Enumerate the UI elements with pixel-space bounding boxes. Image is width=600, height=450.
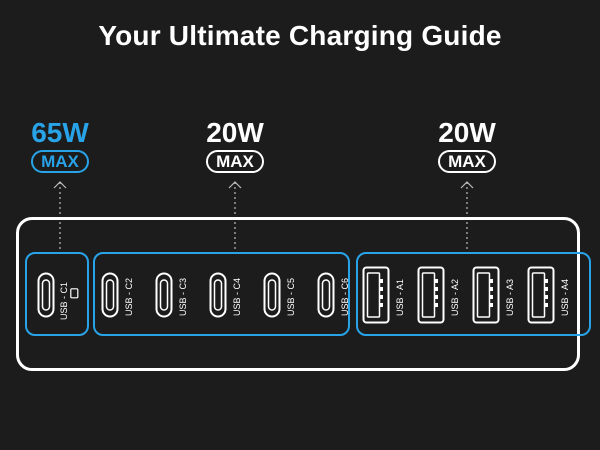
usb-a-port-icon [527,266,555,324]
max-badge: MAX [31,150,89,173]
spec-usb-c-group: 20W MAX [175,118,295,173]
wattage-label: 20W [438,117,496,148]
usb-a-port-icon [417,266,445,324]
usb-a-port-icon [362,266,390,324]
usb-c-port-icon [37,272,55,318]
port-label-a2: USB - A2 [450,278,460,316]
port-label-a3: USB - A3 [505,278,515,316]
phone-icon [70,288,79,299]
max-badge: MAX [206,150,264,173]
charger-body [16,217,580,371]
max-badge: MAX [438,150,496,173]
usb-a-port-icon [472,266,500,324]
wattage-label: 20W [206,117,264,148]
usb-c-port-icon [263,272,281,318]
port-label-a4: USB - A4 [560,278,570,316]
group-usb-c-ports [93,252,350,336]
port-label-c2: USB - C2 [124,277,134,316]
usb-c-port-icon [155,272,173,318]
usb-c-port-icon [101,272,119,318]
group-usb-a-ports [356,252,591,336]
port-label-c6: USB - C6 [340,277,350,316]
group-usb-c1 [25,252,89,336]
port-label-c1: USB - C1 [59,281,69,320]
wattage-label: 65W [31,117,89,148]
page-title: Your Ultimate Charging Guide [98,20,502,51]
spec-usb-c1: 65W MAX [0,118,120,173]
spec-usb-a-group: 20W MAX [407,118,527,173]
port-label-a1: USB - A1 [395,278,405,316]
port-label-c5: USB - C5 [286,277,296,316]
usb-c-port-icon [209,272,227,318]
port-label-c4: USB - C4 [232,277,242,316]
usb-c-port-icon [317,272,335,318]
port-label-c3: USB - C3 [178,277,188,316]
